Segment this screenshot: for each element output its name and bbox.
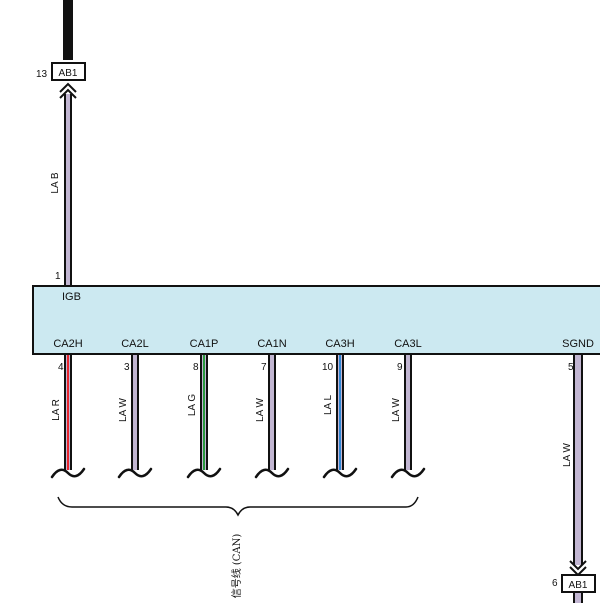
cut-end-icon-ca1p xyxy=(186,467,222,479)
signal-sgnd: SGND xyxy=(562,338,594,350)
top-connector-pin: 13 xyxy=(36,69,48,80)
wire-label-ca3l: LA W xyxy=(391,397,402,421)
wire-label-ca2h: LA R xyxy=(51,399,62,421)
wire-label-ca1n: LA W xyxy=(255,397,266,421)
bottom-connector-pin: 6 xyxy=(552,578,558,589)
wire-ca1p xyxy=(200,355,208,470)
pin-ca3l: 9 xyxy=(397,362,403,373)
top-connector-box xyxy=(51,62,86,81)
sgnd-wire-tail-core xyxy=(575,593,581,603)
pin-ca1p: 8 xyxy=(193,362,199,373)
wire-ca3l xyxy=(404,355,412,470)
wire-ca3h xyxy=(336,355,344,470)
signal-igb: IGB xyxy=(62,291,81,303)
signal-ca1n: CA1N xyxy=(257,338,286,350)
ecu-pin-igb: 1 xyxy=(55,271,61,282)
cut-end-icon-ca1n xyxy=(254,467,290,479)
signal-ca3h: CA3H xyxy=(325,338,354,350)
pin-ca2l: 3 xyxy=(124,362,130,373)
pin-ca3h: 10 xyxy=(322,362,334,373)
cut-end-icons xyxy=(50,467,426,479)
wire-ca2l xyxy=(131,355,139,470)
pin-ca2h: 4 xyxy=(58,362,64,373)
bottom-connector: 6 AB1 xyxy=(552,574,596,593)
wire-ca2h xyxy=(64,355,72,470)
cut-end-icon-ca3h xyxy=(322,467,358,479)
cut-end-icon-ca2h xyxy=(50,467,86,479)
wire-label-ca3h: LA L xyxy=(323,395,334,415)
can-bus-label: 信号线 (CAN) xyxy=(230,534,243,599)
bottom-connector-label: AB1 xyxy=(569,580,588,591)
top-connector: 13 AB1 xyxy=(36,62,86,81)
top-connector-label: AB1 xyxy=(59,68,78,79)
pin-sgnd: 5 xyxy=(568,362,574,373)
wire-label-ca1p: LA G xyxy=(187,394,198,416)
cut-end-icon-ca3l xyxy=(390,467,426,479)
wire-ca1n xyxy=(268,355,276,470)
power-feed-wire xyxy=(63,0,73,60)
signal-ca1p: CA1P xyxy=(190,338,219,350)
wire-label-ca2l: LA W xyxy=(118,397,129,421)
signal-ca2l: CA2L xyxy=(121,338,149,350)
wire-label-la-b: LA B xyxy=(50,172,61,193)
wire-sgnd xyxy=(573,355,583,565)
cut-end-icon-ca2l xyxy=(117,467,153,479)
pin-ca1n: 7 xyxy=(261,362,267,373)
ecu-module xyxy=(32,285,600,355)
bottom-connector-box xyxy=(561,574,596,593)
can-group-brace xyxy=(57,496,419,517)
signal-ca3l: CA3L xyxy=(394,338,422,350)
wire-label-sgnd: LA W xyxy=(562,442,573,466)
wire-la-b xyxy=(64,94,72,285)
signal-ca2h: CA2H xyxy=(53,338,82,350)
top-chevron-icon xyxy=(59,82,77,99)
